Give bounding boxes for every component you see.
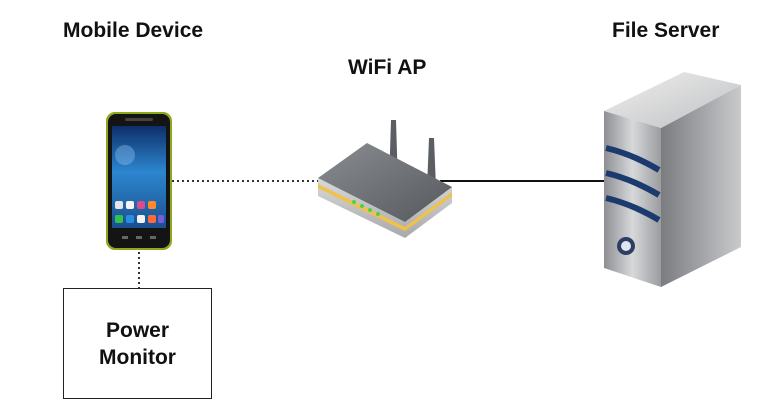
mobile-device-label: Mobile Device <box>63 19 204 42</box>
wifi-ap-label: WiFi AP <box>348 56 427 79</box>
server-tower-icon <box>604 72 741 287</box>
file-server-label: File Server <box>612 19 720 42</box>
power-monitor-label-line2: Monitor <box>99 345 176 369</box>
wifi-router-icon <box>318 120 452 238</box>
smartphone-icon <box>106 112 172 250</box>
power-monitor-label-line1: Power <box>105 318 170 342</box>
power-monitor-box: Power Monitor <box>63 288 212 399</box>
